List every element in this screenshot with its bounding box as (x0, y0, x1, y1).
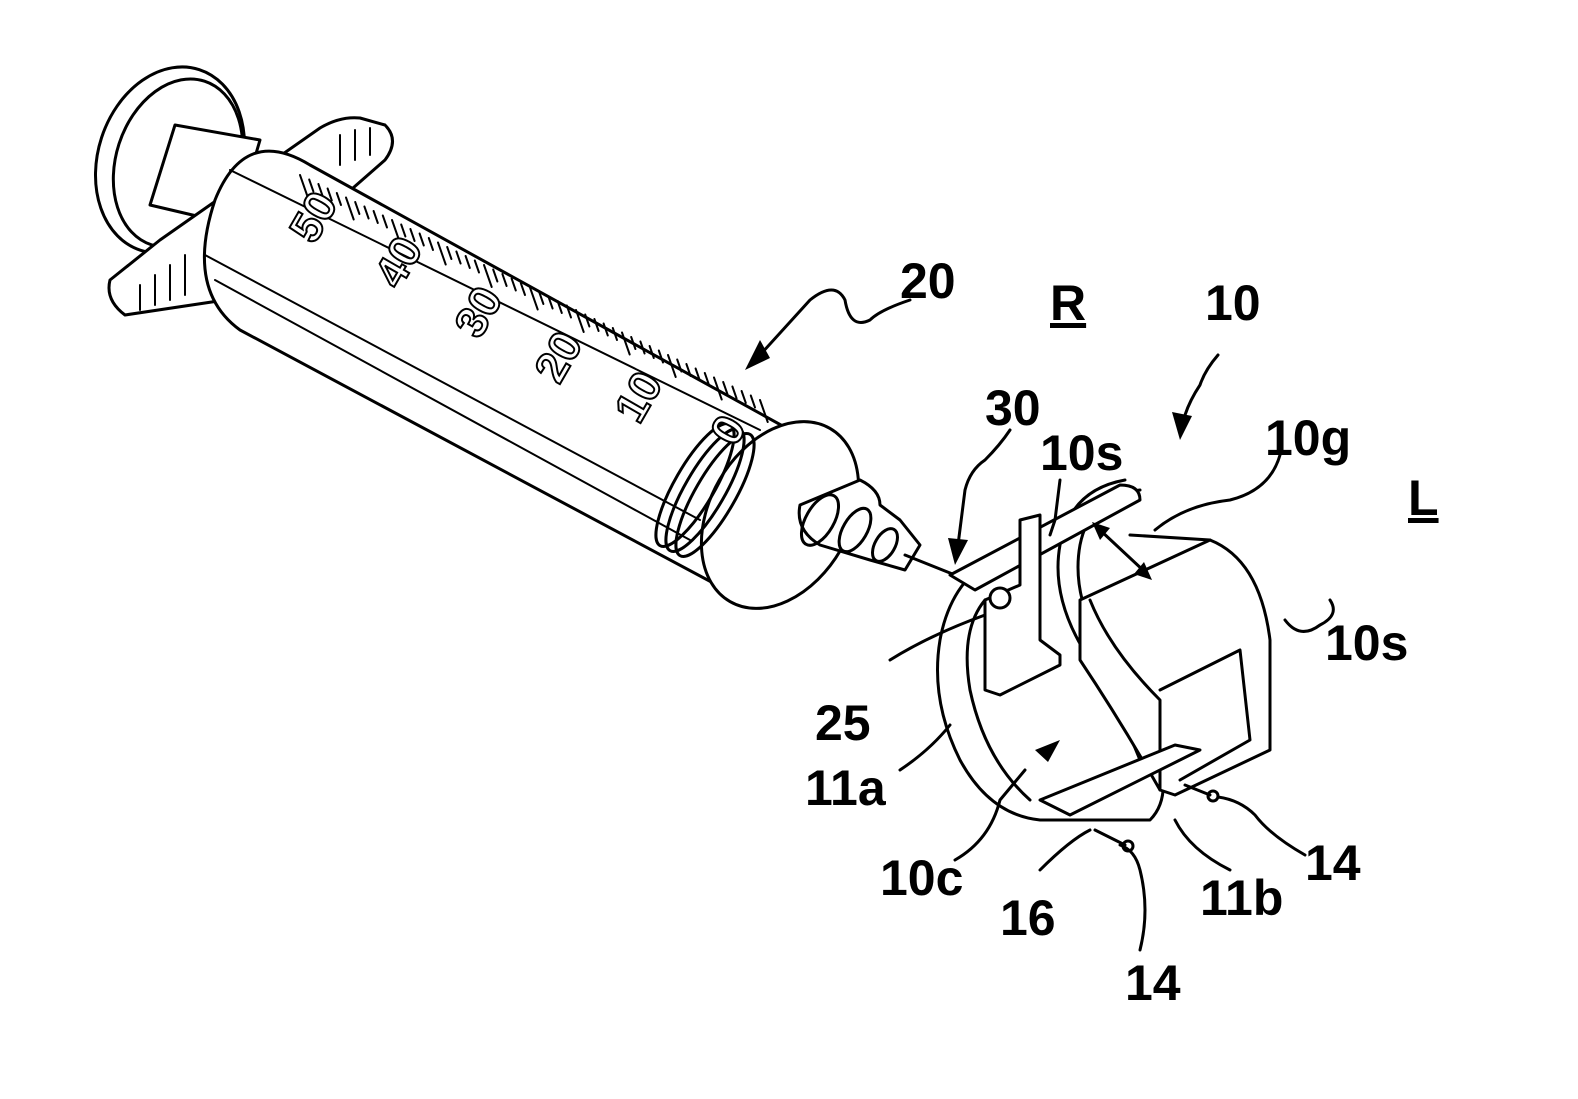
label-pin-right: 14 (1305, 835, 1361, 891)
label-cavity: 10c (880, 850, 963, 906)
label-arm-b: 11b (1200, 870, 1283, 926)
clip-device (938, 480, 1271, 851)
graduation-tick (742, 391, 746, 403)
upper-slot-arm (950, 485, 1140, 590)
label-slot-upper: 10s (1040, 425, 1123, 481)
label-left-side: L (1408, 470, 1439, 526)
label-pin-lower: 14 (1125, 955, 1181, 1011)
label-pivot: 25 (815, 695, 871, 751)
label-pin-front: 16 (1000, 890, 1056, 946)
graduation-tick (732, 387, 736, 399)
gap-arrow (1092, 522, 1152, 580)
needle (905, 555, 955, 575)
graduation-tick (751, 396, 755, 408)
pivot-pin (990, 588, 1010, 608)
label-slot-side: 10s (1325, 615, 1408, 671)
syringe: 50 40 30 20 10 0 (72, 47, 955, 636)
label-arm-a: 11a (805, 760, 887, 816)
label-clip: 10 (1205, 275, 1261, 331)
label-gap: 10g (1265, 410, 1351, 466)
label-right-side: R (1050, 275, 1086, 331)
label-syringe: 20 (900, 253, 956, 309)
label-needle-clip: 30 (985, 380, 1041, 436)
